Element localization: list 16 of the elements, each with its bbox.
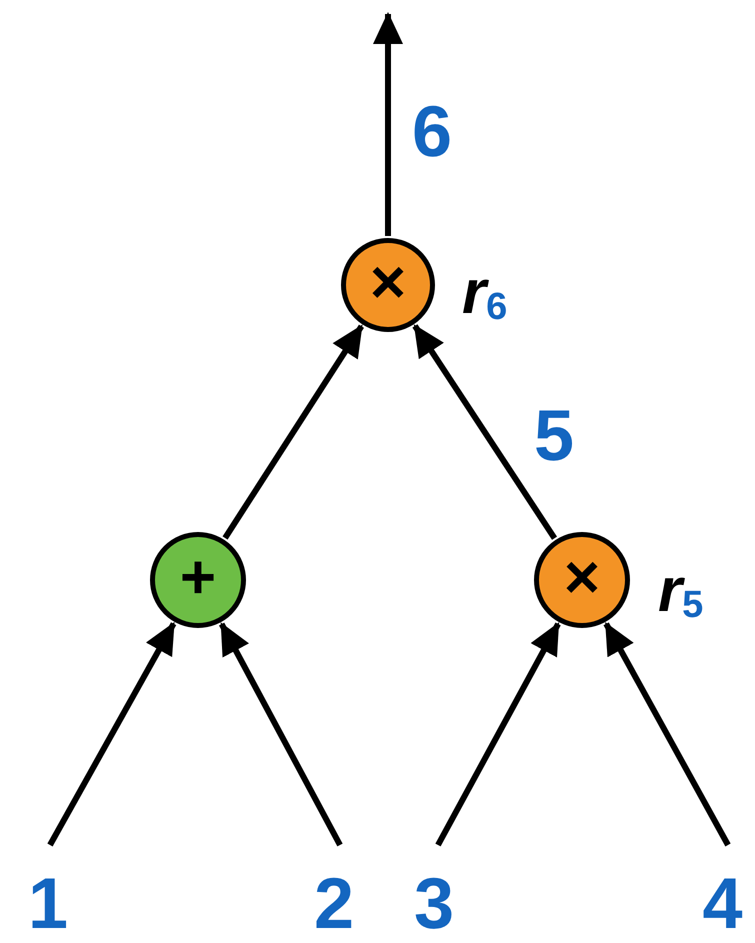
input-number: 3: [414, 868, 454, 940]
operator-symbol: ×: [370, 252, 406, 314]
input-number: 2: [314, 868, 354, 940]
variable-label: r$_{6}$: [462, 262, 508, 324]
arrow: [412, 324, 558, 540]
operator-symbol: ×: [564, 547, 600, 609]
operator-symbol: +: [180, 547, 216, 609]
arrow: [435, 622, 561, 846]
input-number: 4: [702, 868, 743, 940]
arrow: [218, 622, 343, 846]
arrow: [373, 12, 403, 236]
input-number: 1: [28, 868, 68, 940]
variable-label: r$_{5}$: [658, 560, 704, 622]
arrow: [47, 622, 176, 846]
arrow: [222, 324, 364, 540]
arrow: [604, 622, 731, 846]
